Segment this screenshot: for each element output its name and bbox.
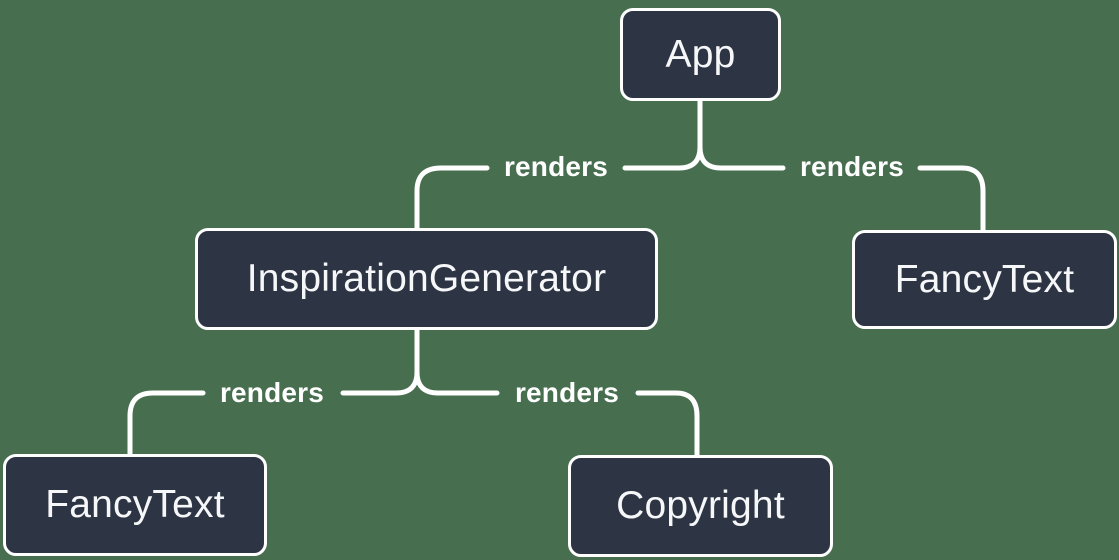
edge-label-app-fancytext: renders	[799, 151, 905, 182]
edge-label-app-inspirationgenerator: renders	[503, 151, 609, 182]
edge-label-inspirationgenerator-fancytext: renders	[219, 377, 325, 408]
node-fancy-text-right: FancyText	[852, 230, 1117, 329]
edge-inspirationgenerator-to-copyright	[414, 327, 700, 458]
node-app-label: App	[665, 32, 736, 76]
node-copyright: Copyright	[568, 455, 833, 557]
node-inspiration-generator: InspirationGenerator	[195, 228, 658, 330]
node-fancy-text-left-label: FancyText	[45, 483, 225, 526]
edge-label-inspirationgenerator-copyright: renders	[514, 377, 620, 408]
node-fancy-text-left: FancyText	[3, 454, 267, 556]
node-app: App	[620, 8, 781, 101]
node-copyright-label: Copyright	[616, 484, 785, 527]
node-fancy-text-right-label: FancyText	[894, 257, 1075, 301]
node-inspiration-generator-label: InspirationGenerator	[246, 257, 607, 300]
edge-app-to-fancytext	[697, 98, 986, 233]
